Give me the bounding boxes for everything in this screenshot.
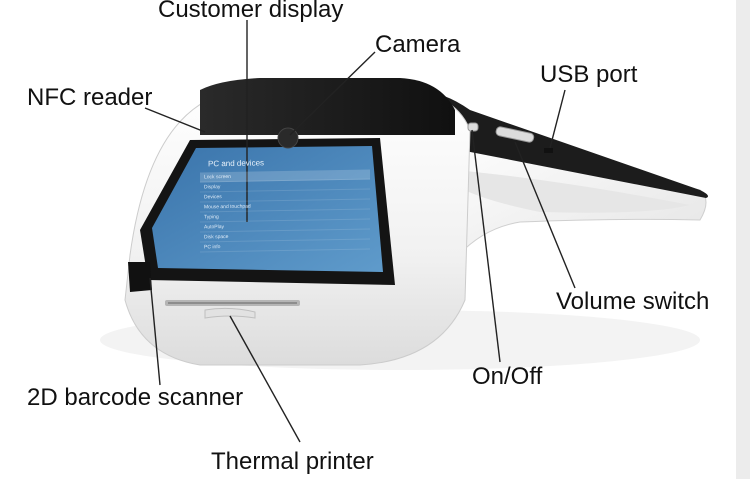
power-button xyxy=(467,122,479,132)
leader-usb xyxy=(549,89,566,149)
screen-header: PC and devices xyxy=(208,158,265,169)
label-thermal-printer: Thermal printer xyxy=(211,448,374,475)
arm-grip xyxy=(455,170,690,213)
volume-rocker xyxy=(495,126,535,143)
leader-onoff xyxy=(471,129,501,363)
label-usb-port: USB port xyxy=(540,61,638,88)
printer-slot-inner xyxy=(168,302,297,304)
label-barcode-scanner: 2D barcode scanner xyxy=(27,384,244,411)
label-volume-switch: Volume switch xyxy=(556,288,710,315)
leader-volume xyxy=(514,141,576,289)
printer-tab xyxy=(204,307,256,319)
leader-camera xyxy=(289,51,376,136)
leader-printer xyxy=(229,315,301,443)
scanner-window xyxy=(128,262,152,292)
leader-scanner xyxy=(149,277,161,386)
image-border-right xyxy=(736,0,750,479)
label-on-off: On/Off xyxy=(472,363,543,390)
front-glass xyxy=(200,78,455,135)
usb-port xyxy=(544,148,553,153)
label-camera: Camera xyxy=(375,31,461,58)
customer-screen xyxy=(152,146,383,272)
label-nfc-reader: NFC reader xyxy=(27,84,153,111)
label-customer-display: Customer display xyxy=(158,0,344,23)
leader-nfc xyxy=(144,107,206,133)
leader-lines xyxy=(144,20,576,443)
